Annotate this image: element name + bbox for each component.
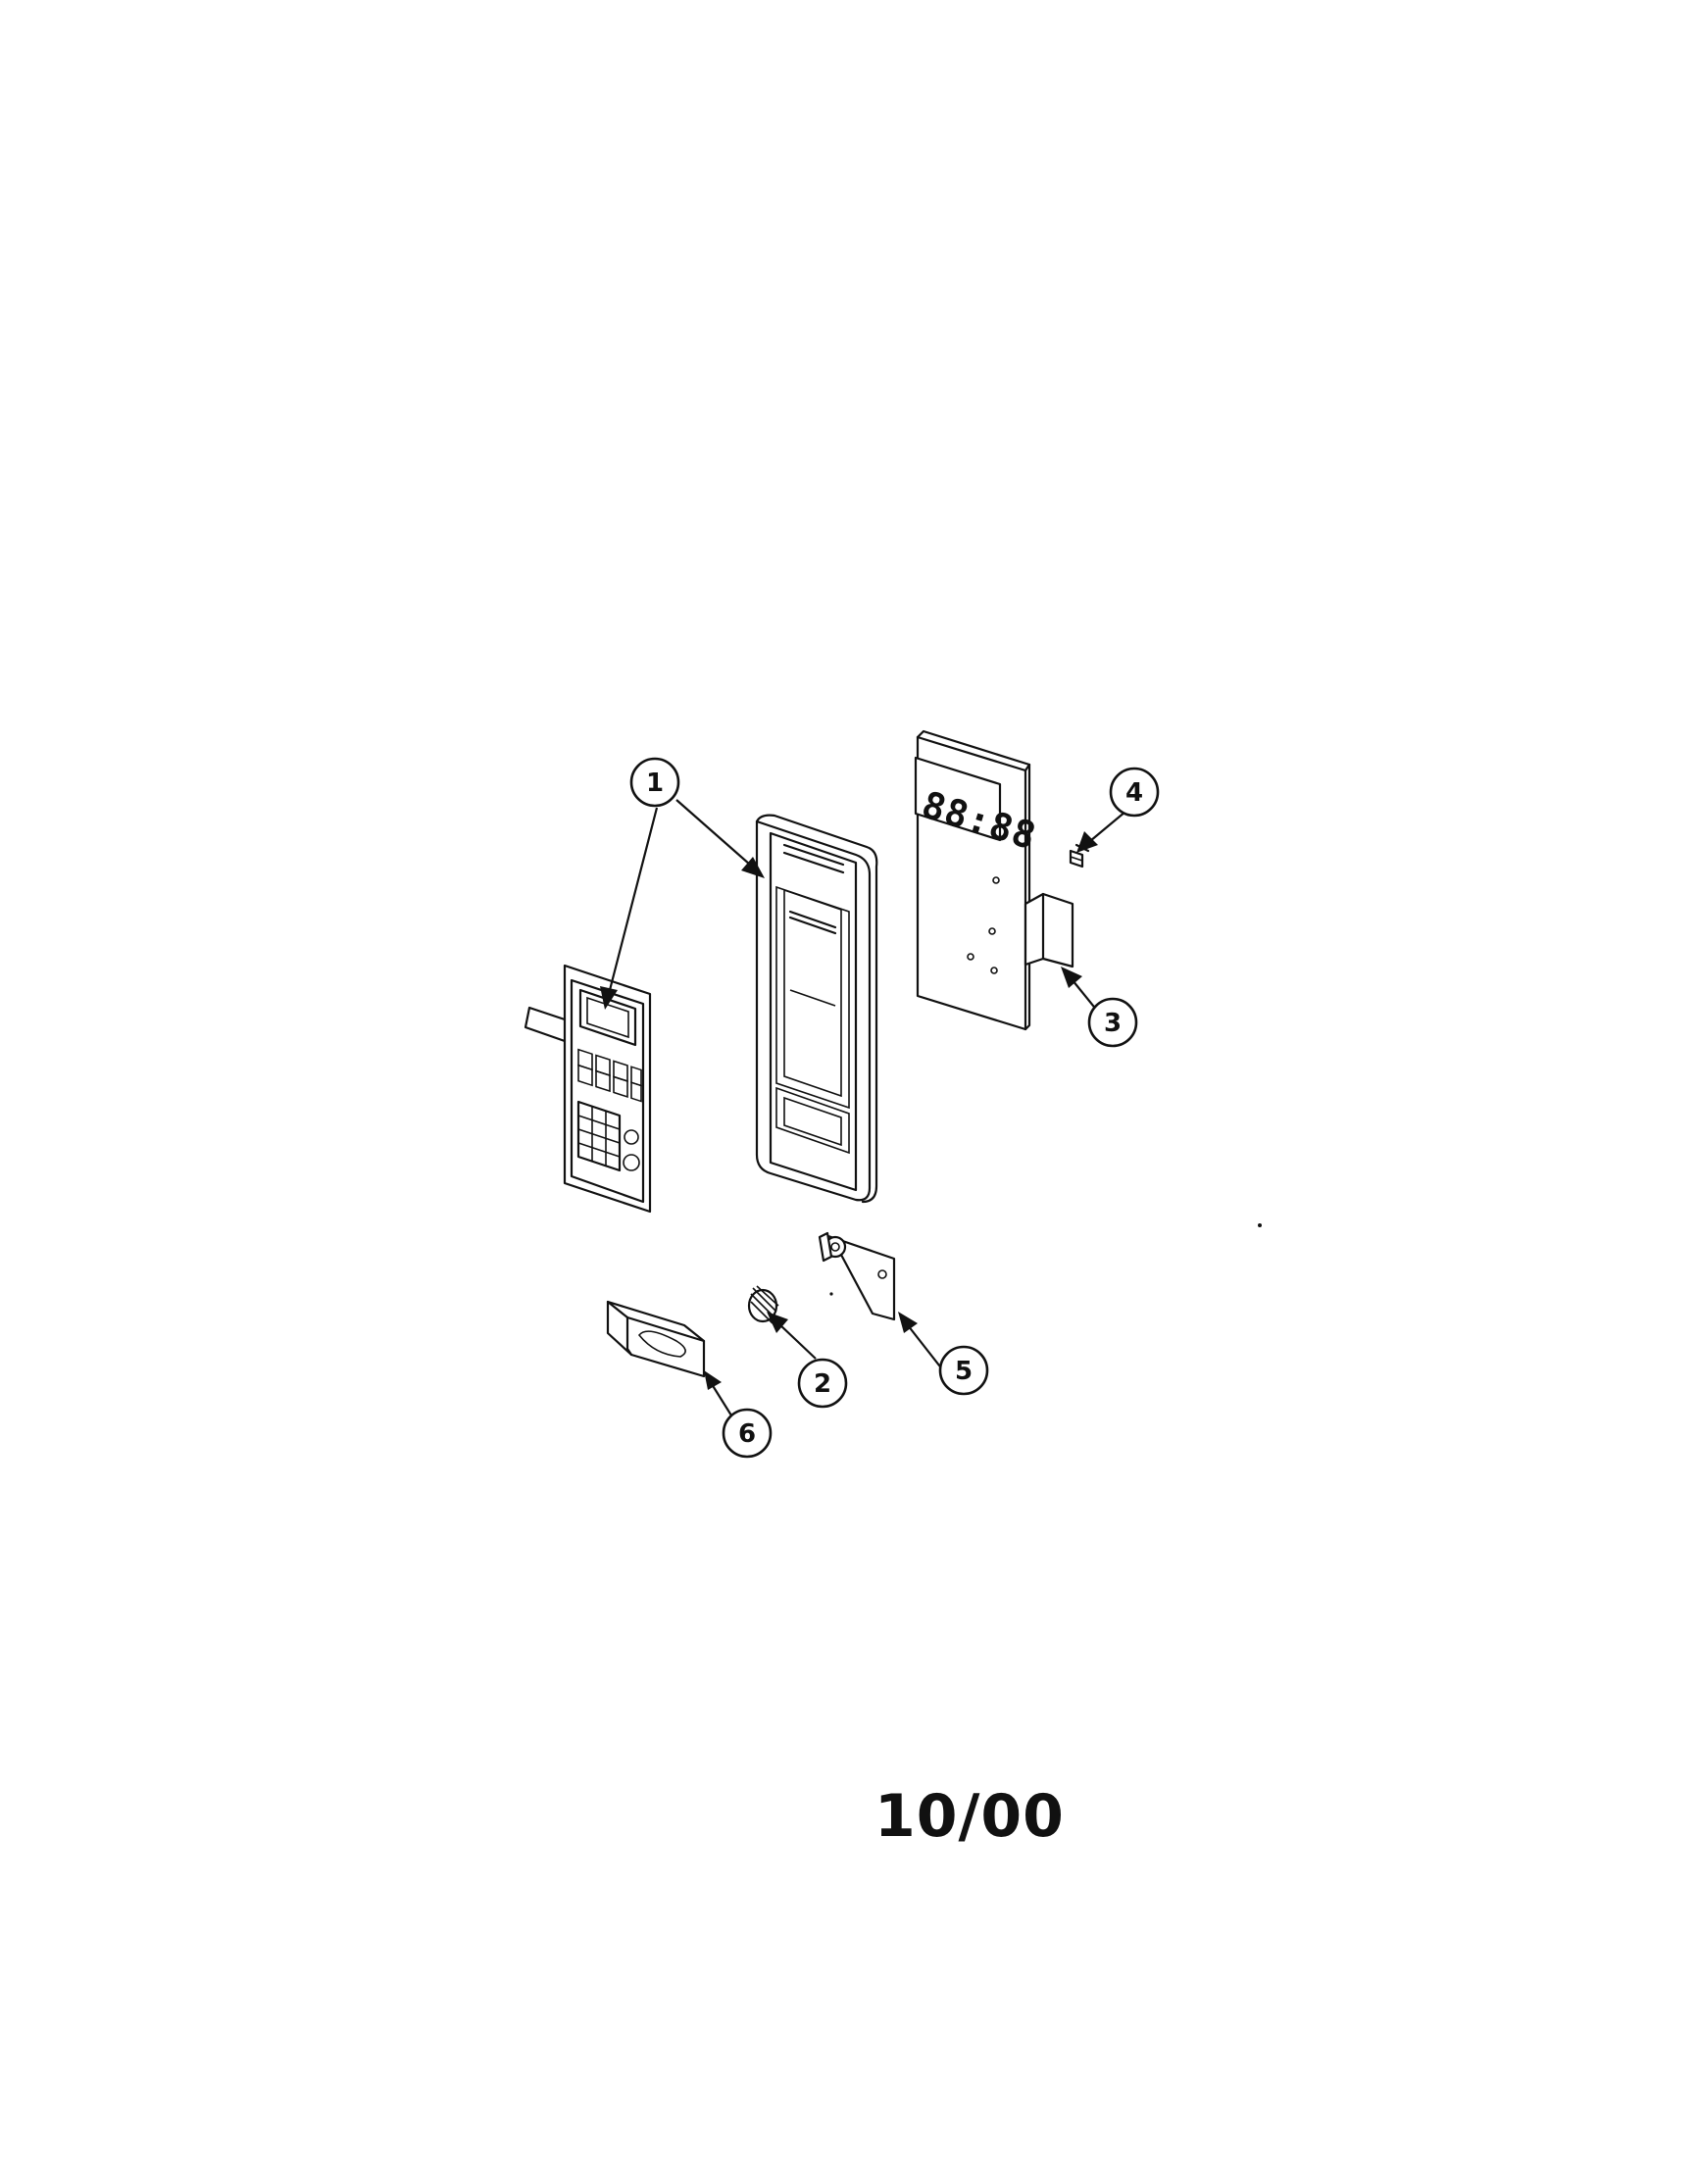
door-release-button xyxy=(606,1300,706,1378)
callout-6: 6 xyxy=(722,1408,773,1459)
svg-text:3: 3 xyxy=(1104,1009,1122,1038)
callout-leaders xyxy=(600,799,1126,1416)
control-panel-frame xyxy=(755,814,878,1204)
svg-text:6: 6 xyxy=(738,1419,756,1449)
membrane-keypad xyxy=(524,964,652,1214)
callout-5: 5 xyxy=(938,1345,989,1396)
callout-2: 2 xyxy=(797,1358,848,1409)
stray-dot xyxy=(1258,1223,1262,1227)
svg-text:5: 5 xyxy=(955,1357,973,1386)
callout-3: 3 xyxy=(1087,997,1138,1048)
svg-text:1: 1 xyxy=(646,769,664,798)
keypad-number-grid xyxy=(576,1100,622,1172)
callout-4: 4 xyxy=(1109,767,1160,818)
svg-text:2: 2 xyxy=(814,1369,831,1399)
door-release-lever xyxy=(818,1231,896,1321)
svg-text:4: 4 xyxy=(1125,778,1143,808)
stray-dot xyxy=(829,1292,833,1296)
control-circuit-board: 88:88 xyxy=(914,729,1074,1031)
revision-date: 10/00 xyxy=(874,1782,1065,1851)
keypad-function-keys xyxy=(577,1048,642,1103)
callout-1: 1 xyxy=(629,757,680,808)
